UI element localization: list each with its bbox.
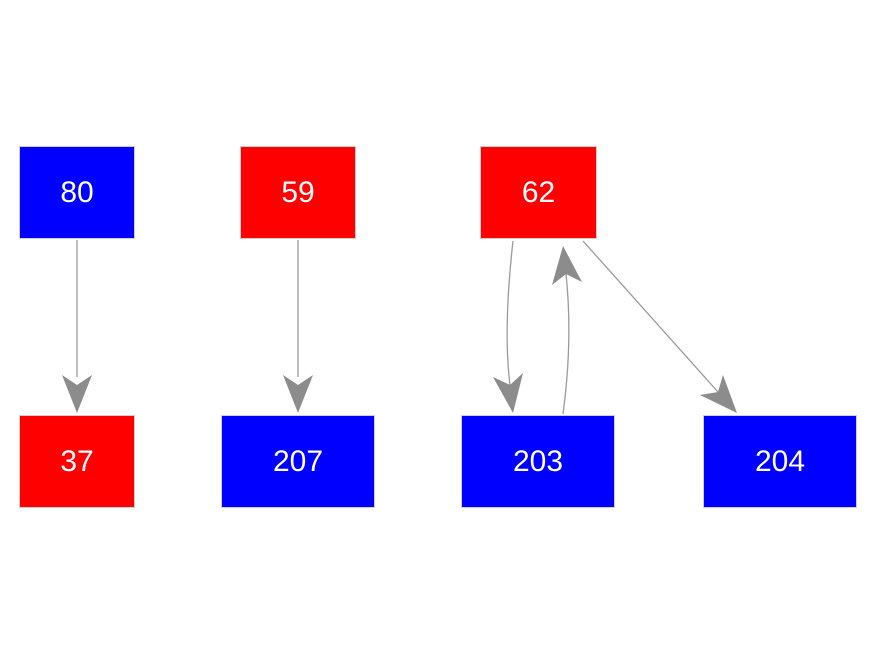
arrowhead-59-207 xyxy=(283,375,313,413)
node-203: 203 xyxy=(461,415,615,508)
node-80: 80 xyxy=(19,146,135,239)
arrowhead-203-62 xyxy=(552,246,582,285)
arrowhead-62-204 xyxy=(700,375,737,413)
node-80-label: 80 xyxy=(60,175,94,209)
node-62: 62 xyxy=(480,146,597,239)
node-62-label: 62 xyxy=(521,175,556,209)
node-59: 59 xyxy=(240,146,356,239)
arrowhead-62-203 xyxy=(493,373,523,413)
node-204: 204 xyxy=(703,415,857,508)
node-207: 207 xyxy=(221,415,375,508)
node-203-label: 203 xyxy=(512,444,564,478)
edge-62-204 xyxy=(582,240,719,393)
node-37-label: 37 xyxy=(60,444,94,478)
arrowhead-80-37 xyxy=(62,375,92,413)
node-207-label: 207 xyxy=(272,444,324,478)
node-37: 37 xyxy=(19,415,135,508)
node-59-label: 59 xyxy=(281,175,315,209)
node-204-label: 204 xyxy=(754,444,806,478)
edge-203-62 xyxy=(562,273,570,415)
edge-62-203 xyxy=(506,240,514,386)
